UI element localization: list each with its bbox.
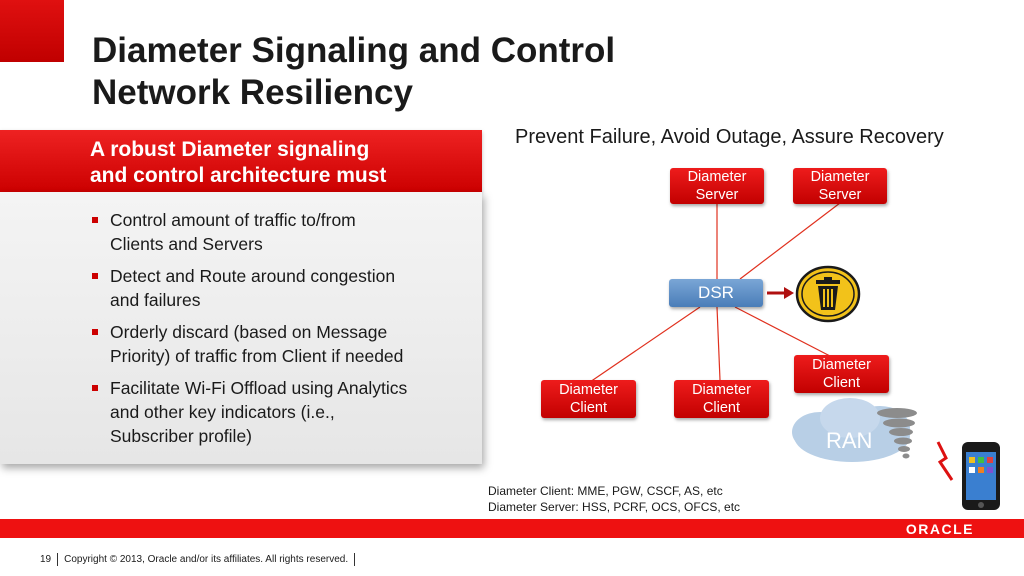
bullet-text: and failures [110, 290, 201, 310]
node-label: Diameter [810, 169, 870, 185]
diameter-client-node: Diameter Client [674, 380, 769, 418]
node-label: Server [695, 187, 739, 203]
title-line-2: Network Resiliency [92, 73, 413, 112]
node-label: Diameter [687, 169, 747, 185]
banner-text: A robust Diameter signaling and control … [90, 137, 470, 189]
oracle-logo: ORACLE [905, 521, 974, 537]
bullet-text: Facilitate Wi-Fi Offload using Analytics [110, 378, 408, 398]
node-label: Client [702, 400, 741, 416]
node-label: Diameter [812, 357, 871, 373]
banner-line-1: A robust Diameter signaling [90, 138, 370, 161]
node-label: Client [822, 375, 861, 391]
trash-can-icon [795, 265, 861, 323]
footer-divider [57, 553, 59, 566]
ran-label: RAN [826, 428, 873, 453]
smartphone-icon [962, 442, 1000, 510]
title-line-1: Diameter Signaling and Control [92, 31, 616, 70]
tornado-icon [877, 408, 917, 459]
bullet-text: Control amount of traffic to/from [110, 210, 356, 230]
footer: 19 Copyright © 2013, Oracle and/or its af… [40, 553, 361, 566]
bullet-text: Priority) of traffic from Client if need… [110, 346, 404, 366]
banner-line-2: and control architecture must [90, 164, 387, 187]
bullet-item: Detect and Route around congestion and f… [90, 264, 460, 312]
copyright-text: Copyright © 2013, Oracle and/or its affi… [64, 554, 349, 566]
footer-divider [354, 553, 356, 566]
bullet-panel: Control amount of traffic to/from Client… [0, 192, 482, 464]
link-client-3 [734, 306, 831, 357]
corner-accent [0, 0, 64, 62]
diameter-server-node: Diameter Server [670, 168, 764, 204]
legend-client: Diameter Client: MME, PGW, CSCF, AS, etc [488, 484, 723, 498]
bullet-text: and other key indicators (i.e., [110, 402, 335, 422]
node-label: Client [569, 400, 608, 416]
dsr-node: DSR [669, 279, 763, 307]
link-server-2 [739, 202, 841, 280]
bullet-text: Clients and Servers [110, 234, 263, 254]
bullet-item: Control amount of traffic to/from Client… [90, 208, 460, 256]
link-client-2 [716, 306, 721, 381]
bullet-item: Facilitate Wi-Fi Offload using Analytics… [90, 376, 460, 448]
diameter-client-node: Diameter Client [541, 380, 636, 418]
bullet-list: Control amount of traffic to/from Client… [90, 208, 460, 456]
diagram-subheading: Prevent Failure, Avoid Outage, Assure Re… [515, 126, 944, 148]
diameter-server-node: Diameter Server [793, 168, 887, 204]
bullet-text: Detect and Route around congestion [110, 266, 396, 286]
bullet-text: Subscriber profile) [110, 426, 252, 446]
slide-title: Diameter Signaling and Control Network R… [92, 30, 732, 114]
link-client-1 [589, 306, 701, 383]
lightning-icon [936, 441, 954, 481]
legend-server: Diameter Server: HSS, PCRF, OCS, OFCS, e… [488, 500, 741, 514]
bullet-item: Orderly discard (based on Message Priori… [90, 320, 460, 368]
diagram-legend: Diameter Client: MME, PGW, CSCF, AS, etc… [488, 483, 740, 515]
section-banner: A robust Diameter signaling and control … [0, 130, 482, 192]
diameter-client-node: Diameter Client [794, 355, 889, 393]
node-label: Server [818, 187, 862, 203]
node-label: Diameter [692, 382, 751, 398]
footer-bar: ORACLE [0, 519, 1024, 538]
bullet-text: Orderly discard (based on Message [110, 322, 388, 342]
node-label: Diameter [559, 382, 618, 398]
arrow-icon [767, 287, 794, 299]
page-number: 19 [40, 554, 52, 566]
